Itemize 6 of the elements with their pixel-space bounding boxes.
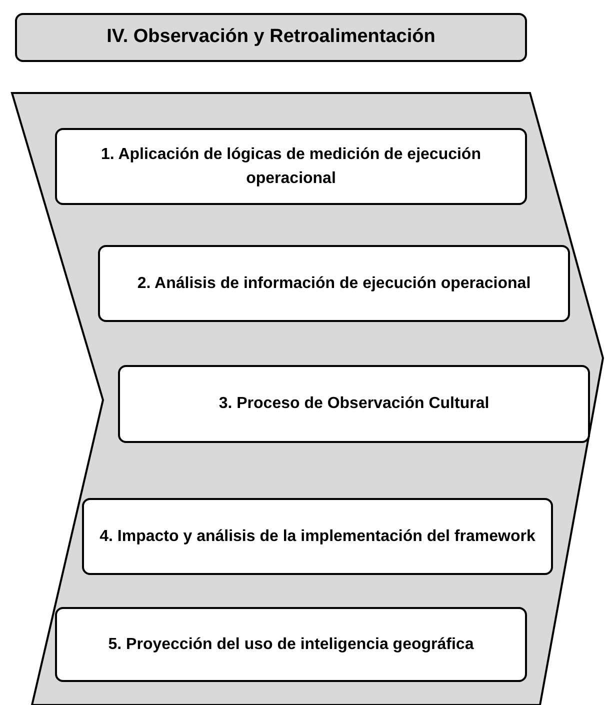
process-box: 5. Proyección del uso de inteligencia geográfica [55, 607, 527, 682]
process-box: 3. Proceso de Observación Cultural [118, 365, 590, 443]
process-box: 2. Análisis de información de ejecución operacional [98, 245, 570, 322]
title-box: IV. Observación y Retroalimentación [15, 13, 527, 62]
process-box: 1. Aplicación de lógicas de medición de ejecución operacional [55, 128, 527, 205]
process-box: 4. Impacto y análisis de la implementación del framework [82, 498, 553, 575]
